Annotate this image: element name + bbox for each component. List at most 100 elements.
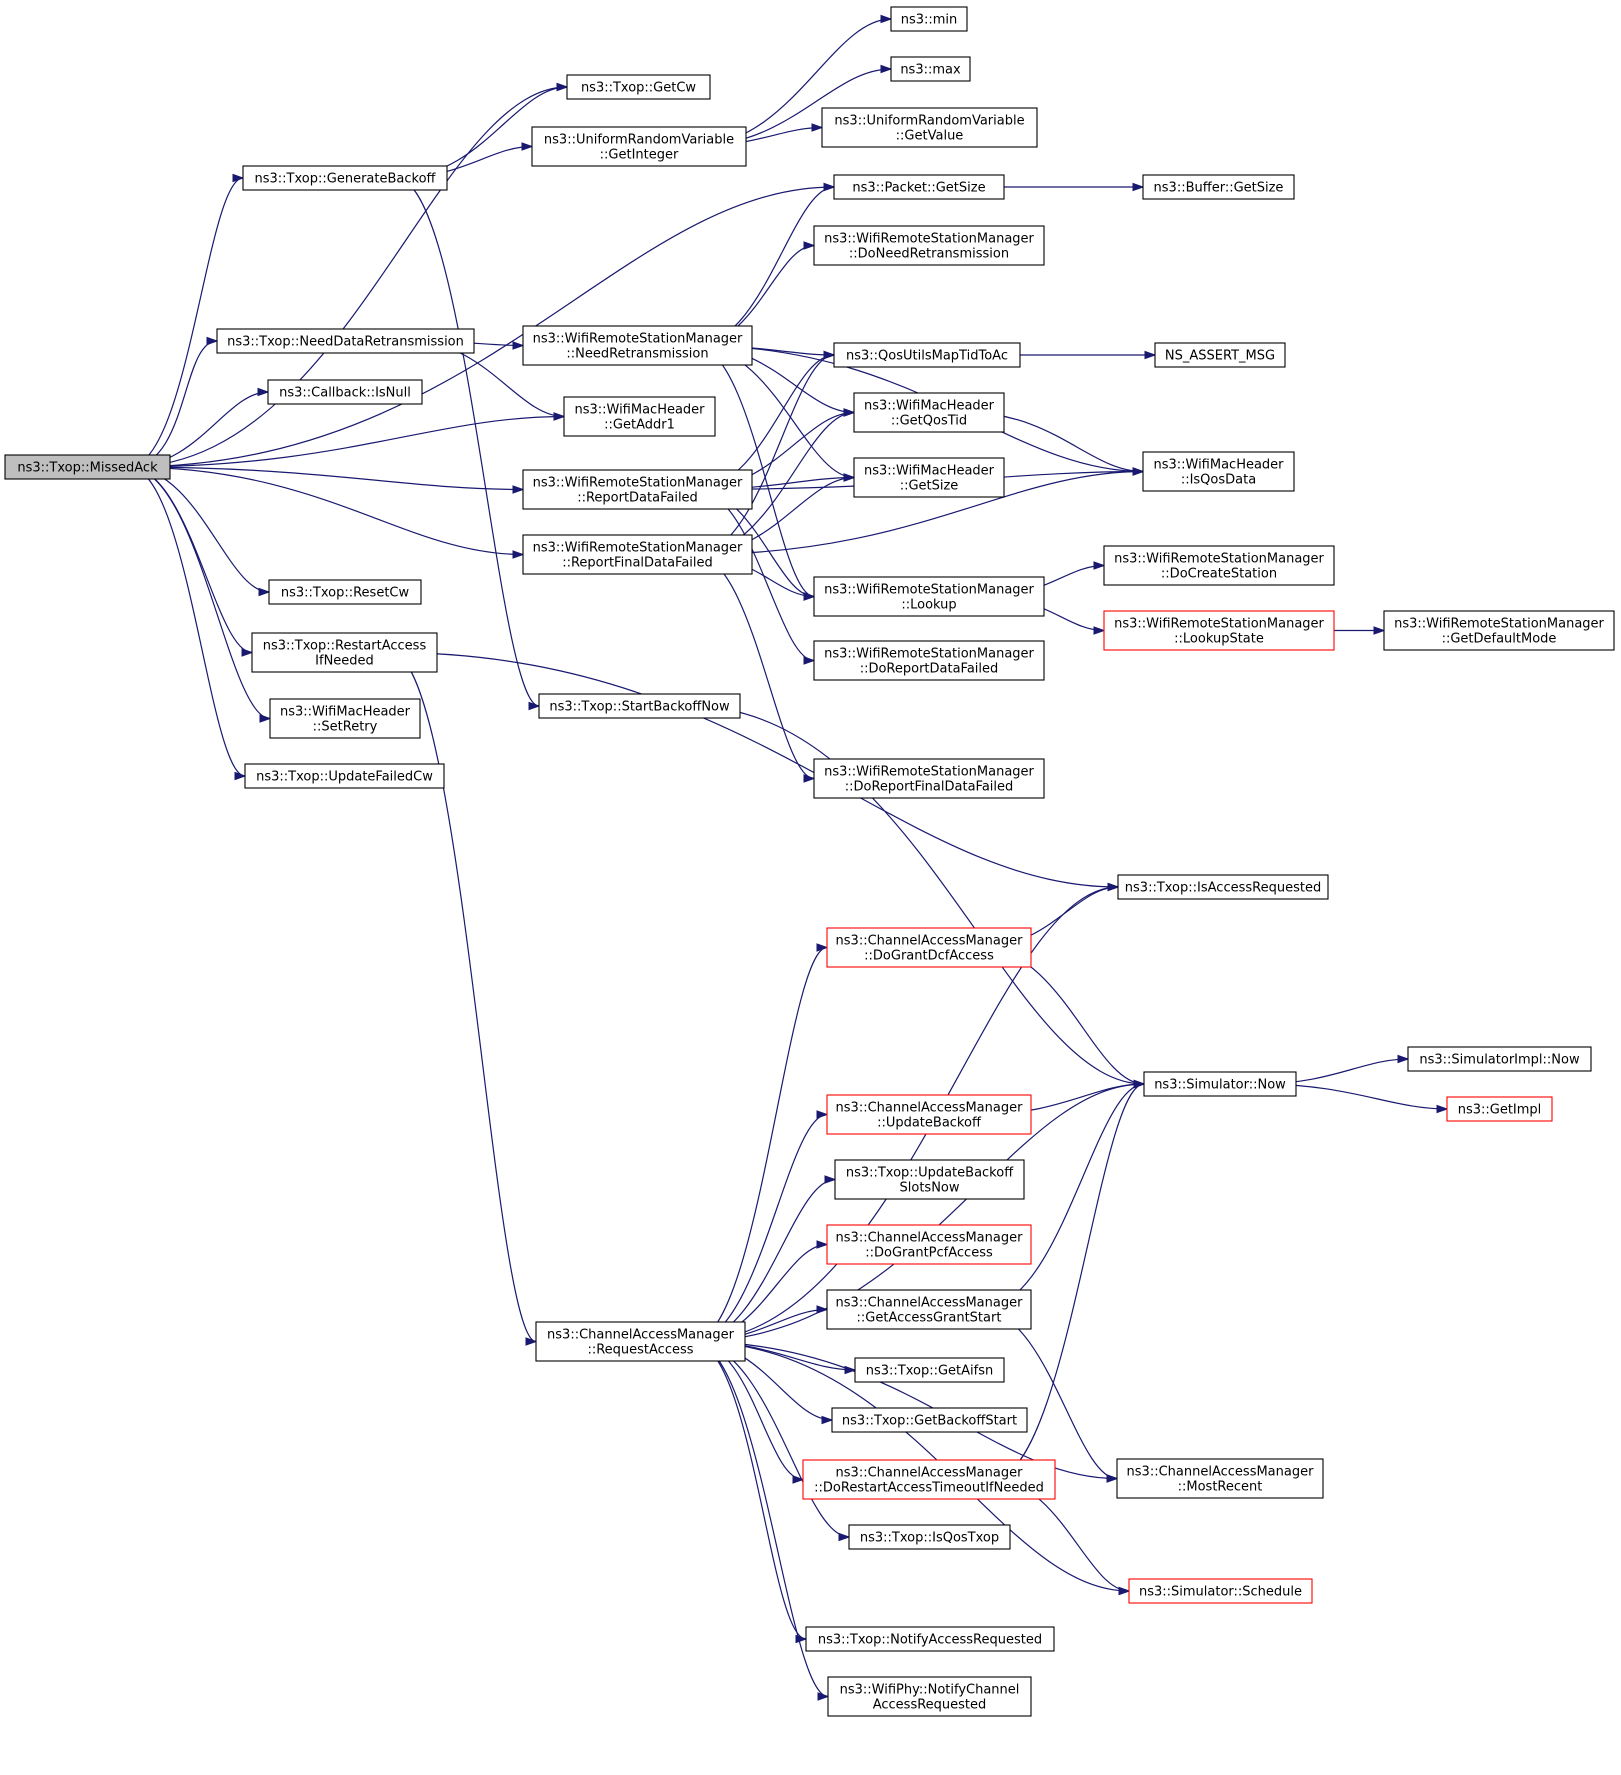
edge-missedack-to-resetcw [128,466,271,597]
node-dorestart[interactable]: ns3::ChannelAccessManager::DoRestartAcce… [802,1459,1056,1500]
node-schedule[interactable]: ns3::Simulator::Schedule [1128,1578,1313,1604]
node-simimpl-now[interactable]: ns3::SimulatorImpl::Now [1407,1046,1592,1072]
node-label: ::IsQosData [1181,473,1256,488]
arrowhead [824,1175,837,1184]
node-min[interactable]: ns3::min [890,6,968,32]
node-qosutils[interactable]: ns3::QosUtilsMapTidToAc [833,342,1021,368]
node-nsassert[interactable]: NS_ASSERT_MSG [1154,342,1286,368]
node-setretry[interactable]: ns3::WifiMacHeader::SetRetry [269,698,421,739]
node-mostrecent[interactable]: ns3::ChannelAccessManager::MostRecent [1116,1458,1324,1499]
node-getbackoffstart[interactable]: ns3::Txop::GetBackoffStart [831,1407,1028,1433]
node-label: ns3::Simulator::Now [1154,1078,1286,1093]
node-doreportfinal[interactable]: ns3::WifiRemoteStationManager::DoReportF… [813,758,1045,799]
node-getaddr1[interactable]: ns3::WifiMacHeader::GetAddr1 [563,396,716,437]
node-packet-getsize[interactable]: ns3::Packet::GetSize [833,174,1005,200]
arrowhead [803,656,816,665]
node-dograntpcf[interactable]: ns3::ChannelAccessManager::DoGrantPcfAcc… [826,1224,1032,1265]
edge-line [692,946,828,1343]
node-getimpl[interactable]: ns3::GetImpl [1446,1096,1553,1122]
node-label: ::Lookup [901,598,956,613]
node-box [826,1094,1032,1135]
node-label: ns3::WifiMacHeader [864,464,995,479]
edge-line [395,177,540,707]
node-getaifsn[interactable]: ns3::Txop::GetAifsn [854,1357,1005,1383]
node-lookupstate[interactable]: ns3::WifiRemoteStationManager::LookupSta… [1103,610,1335,651]
node-buffer-getsize[interactable]: ns3::Buffer::GetSize [1142,174,1295,200]
edges-layer [128,14,1449,1701]
node-donretrans[interactable]: ns3::WifiRemoteStationManager::DoNeedRet… [813,225,1045,266]
node-label: ns3::Txop::ResetCw [281,586,410,601]
node-label: AccessRequested [873,1698,987,1713]
arrowhead [816,1305,829,1314]
node-box [848,1524,1011,1550]
node-label: ns3::Txop::UpdateFailedCw [256,770,433,785]
node-label: ::GetSize [900,479,959,494]
node-urv-getvalue[interactable]: ns3::UniformRandomVariable::GetValue [821,107,1038,148]
node-startbackoffnow[interactable]: ns3::Txop::StartBackoffNow [538,693,741,719]
node-resetcw[interactable]: ns3::Txop::ResetCw [268,579,422,605]
node-updatefailedcw[interactable]: ns3::Txop::UpdateFailedCw [244,763,445,789]
node-reportfinal[interactable]: ns3::WifiRemoteStationManager::ReportFin… [522,534,753,575]
edge-line [689,705,1145,1085]
arrowhead [1093,561,1106,570]
node-label: ns3::WifiPhy::NotifyChannel [840,1683,1020,1698]
node-sim-now[interactable]: ns3::Simulator::Now [1143,1071,1297,1097]
node-updatebackoff[interactable]: ns3::ChannelAccessManager::UpdateBackoff [826,1094,1032,1135]
node-label: ns3::Txop::StartBackoffNow [549,700,730,715]
arrowhead [1144,350,1157,360]
node-label: ::DoReportFinalDataFailed [845,780,1014,795]
node-box [826,1224,1032,1265]
arrowhead [816,943,829,952]
edge-needretrans-to-packet_getsize [694,182,836,347]
node-label: ::GetAddr1 [604,418,675,433]
arrowhead [258,587,271,597]
node-label: ns3::ChannelAccessManager [836,1466,1024,1481]
node-box [821,107,1038,148]
node-getaccessgrant[interactable]: ns3::ChannelAccessManager::GetAccessGran… [826,1289,1032,1330]
node-box [1383,610,1615,651]
node-missedack[interactable]: ns3::Txop::MissedAck [4,454,171,480]
node-doreportdatafailed[interactable]: ns3::WifiRemoteStationManager::DoReportD… [813,640,1045,681]
node-getqostid[interactable]: ns3::WifiMacHeader::GetQosTid [853,392,1005,433]
node-box [566,74,711,100]
node-getdefaultmode[interactable]: ns3::WifiRemoteStationManager::GetDefaul… [1383,610,1615,651]
arrowhead [880,14,893,24]
edge-requestaccess-to-updatebackoff [692,1110,829,1343]
arrowhead [821,1415,834,1425]
node-label: ns3::WifiRemoteStationManager [1394,617,1604,632]
node-box [244,763,445,789]
node-hdr-getsize[interactable]: ns3::WifiMacHeader::GetSize [853,457,1005,498]
node-label: ::LookupState [1174,632,1264,647]
node-notifyaccess[interactable]: ns3::Txop::NotifyAccessRequested [805,1626,1055,1652]
edge-line [128,86,568,468]
node-lookup[interactable]: ns3::WifiRemoteStationManager::Lookup [813,576,1045,617]
edge-line [694,470,1144,556]
arrowhead [838,1532,851,1542]
edge-missedack-to-reportdatafailed [128,466,525,494]
node-box [853,457,1005,498]
node-getcw[interactable]: ns3::Txop::GetCw [566,74,711,100]
node-urv-getinteger[interactable]: ns3::UniformRandomVariable::GetInteger [531,126,747,167]
node-isnull[interactable]: ns3::Callback::IsNull [267,379,423,405]
node-max[interactable]: ns3::max [890,56,971,82]
node-isaccessrequested[interactable]: ns3::Txop::IsAccessRequested [1117,874,1329,900]
arrowhead [816,1110,829,1119]
edge-missedack-to-getcw [128,82,569,468]
node-notifychannel[interactable]: ns3::WifiPhy::NotifyChannelAccessRequest… [827,1676,1032,1717]
node-isqosdata[interactable]: ns3::WifiMacHeader::IsQosData [1142,451,1295,492]
node-box [1142,174,1295,200]
node-reportdatafailed[interactable]: ns3::WifiRemoteStationManager::ReportDat… [522,469,753,510]
node-needdataretrans[interactable]: ns3::Txop::NeedDataRetransmission [216,328,475,354]
node-docreatestation[interactable]: ns3::WifiRemoteStationManager::DoCreateS… [1103,545,1335,586]
node-requestaccess[interactable]: ns3::ChannelAccessManager::RequestAccess [535,1321,746,1362]
node-label: ns3::WifiRemoteStationManager [1114,617,1324,632]
node-label: ::ReportDataFailed [577,491,698,506]
node-needretrans[interactable]: ns3::WifiRemoteStationManager::NeedRetra… [522,325,753,366]
node-generatebackoff[interactable]: ns3::Txop::GenerateBackoff [242,165,448,191]
node-label: ns3::Txop::GetBackoffStart [842,1414,1017,1429]
node-dograntdcf[interactable]: ns3::ChannelAccessManager::DoGrantDcfAcc… [826,927,1032,968]
node-isqostxop[interactable]: ns3::Txop::IsQosTxop [848,1524,1011,1550]
edge-line [692,1340,807,1640]
